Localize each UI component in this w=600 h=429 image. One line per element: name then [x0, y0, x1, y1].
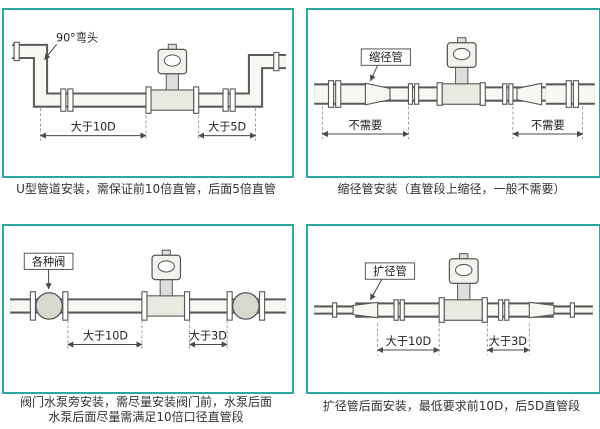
reducer-callout: 缩径管	[360, 48, 411, 82]
expander-cone-right	[528, 301, 555, 319]
dimension-downstream: 大于3D	[486, 323, 530, 356]
dimension-upstream: 大于10D	[39, 108, 147, 141]
transmitter-display	[163, 54, 181, 67]
transmitter-cap	[161, 249, 171, 256]
transmitter-display	[455, 263, 473, 277]
valve-right	[226, 291, 266, 321]
dim-upstream-label: 不需要	[348, 119, 382, 132]
valve-ball-icon	[35, 292, 63, 320]
flange-set	[327, 80, 580, 108]
expander-diagram: 扩径管 大于10D 大于3D	[314, 253, 593, 356]
dim-upstream-label: 大于10D	[71, 120, 116, 134]
dim-downstream-label: 大于5D	[208, 120, 246, 134]
caption-valve-pump-line1: 阀门水泵旁安装，需尽量安装阀门前，水泵后面	[19, 395, 272, 409]
valve-left	[29, 291, 69, 321]
panel-expander-installation: 扩径管 大于10D 大于3D	[306, 224, 600, 394]
caption-reducer: 缩径管安装（直管段上缩径，一般不需要）	[337, 182, 566, 196]
dim-downstream-label: 大于3D	[489, 334, 528, 348]
expander-callout: 扩径管	[364, 262, 416, 301]
dimension-downstream: 大于5D	[198, 108, 257, 141]
expander-callout-label: 扩径管	[373, 264, 407, 278]
flowmeter	[141, 249, 191, 321]
panel-valve-pump-installation: 各种阀 大于10D 大于3D	[2, 224, 294, 394]
flowmeter	[438, 253, 488, 323]
transmitter-cap	[459, 253, 469, 260]
flowmeter	[145, 43, 200, 114]
flowmeter	[436, 37, 486, 106]
dim-upstream-label: 大于10D	[386, 334, 432, 348]
elbow-callout: 90°弯头	[44, 30, 98, 61]
leader-arrow	[44, 44, 58, 61]
u-type-diagram: 90°弯头 大于10D 大于5D	[12, 30, 286, 141]
flange-set	[13, 41, 280, 112]
leader-arrow	[370, 279, 383, 301]
panel-u-type-installation: 90°弯头 大于10D 大于5D	[2, 8, 294, 178]
dimension-upstream: 大于10D	[377, 323, 440, 356]
dimension-upstream: 大于10D	[67, 320, 143, 350]
reducer-cone-right	[516, 82, 543, 106]
transmitter-display	[157, 260, 175, 273]
valve-ball-icon	[232, 292, 260, 320]
dim-downstream-label: 不需要	[531, 119, 565, 132]
caption-valve-pump-line2: 水泵后面尽量需满足10倍口径直管段	[48, 410, 244, 424]
dim-upstream-label: 大于10D	[83, 328, 128, 342]
leader-arrow	[370, 65, 379, 82]
transmitter-cap	[457, 37, 467, 44]
reducer-diagram: 缩径管 不需要 不需要	[314, 37, 595, 140]
elbow-callout-label: 90°弯头	[56, 30, 98, 44]
dimension-downstream: 不需要	[512, 106, 584, 140]
dimension-downstream: 大于3D	[189, 320, 228, 350]
valve-pump-diagram: 各种阀 大于10D 大于3D	[10, 249, 286, 350]
reducer-callout-label: 缩径管	[369, 50, 403, 64]
dimension-upstream: 不需要	[321, 106, 410, 140]
expander-cone-left	[352, 301, 379, 319]
transmitter-cap	[167, 43, 177, 50]
transmitter-display	[452, 47, 471, 61]
flange-set	[332, 299, 575, 321]
panel-reducer-installation: 缩径管 不需要 不需要	[306, 8, 600, 178]
caption-valve-pump: 阀门水泵旁安装，需尽量安装阀门前，水泵后面 水泵后面尽量需满足10倍口径直管段	[2, 395, 290, 425]
reducer-cone-left	[364, 82, 391, 106]
caption-expander: 扩径管后面安装，最低要求前10D，后5D直管段	[322, 399, 581, 413]
dim-downstream-label: 大于3D	[189, 328, 227, 342]
valve-callout-label: 各种阀	[32, 254, 65, 268]
caption-u-type: U型管道安装，需保证前10倍直管，后面5倍直管	[16, 182, 276, 196]
valve-callout: 各种阀	[23, 252, 74, 290]
